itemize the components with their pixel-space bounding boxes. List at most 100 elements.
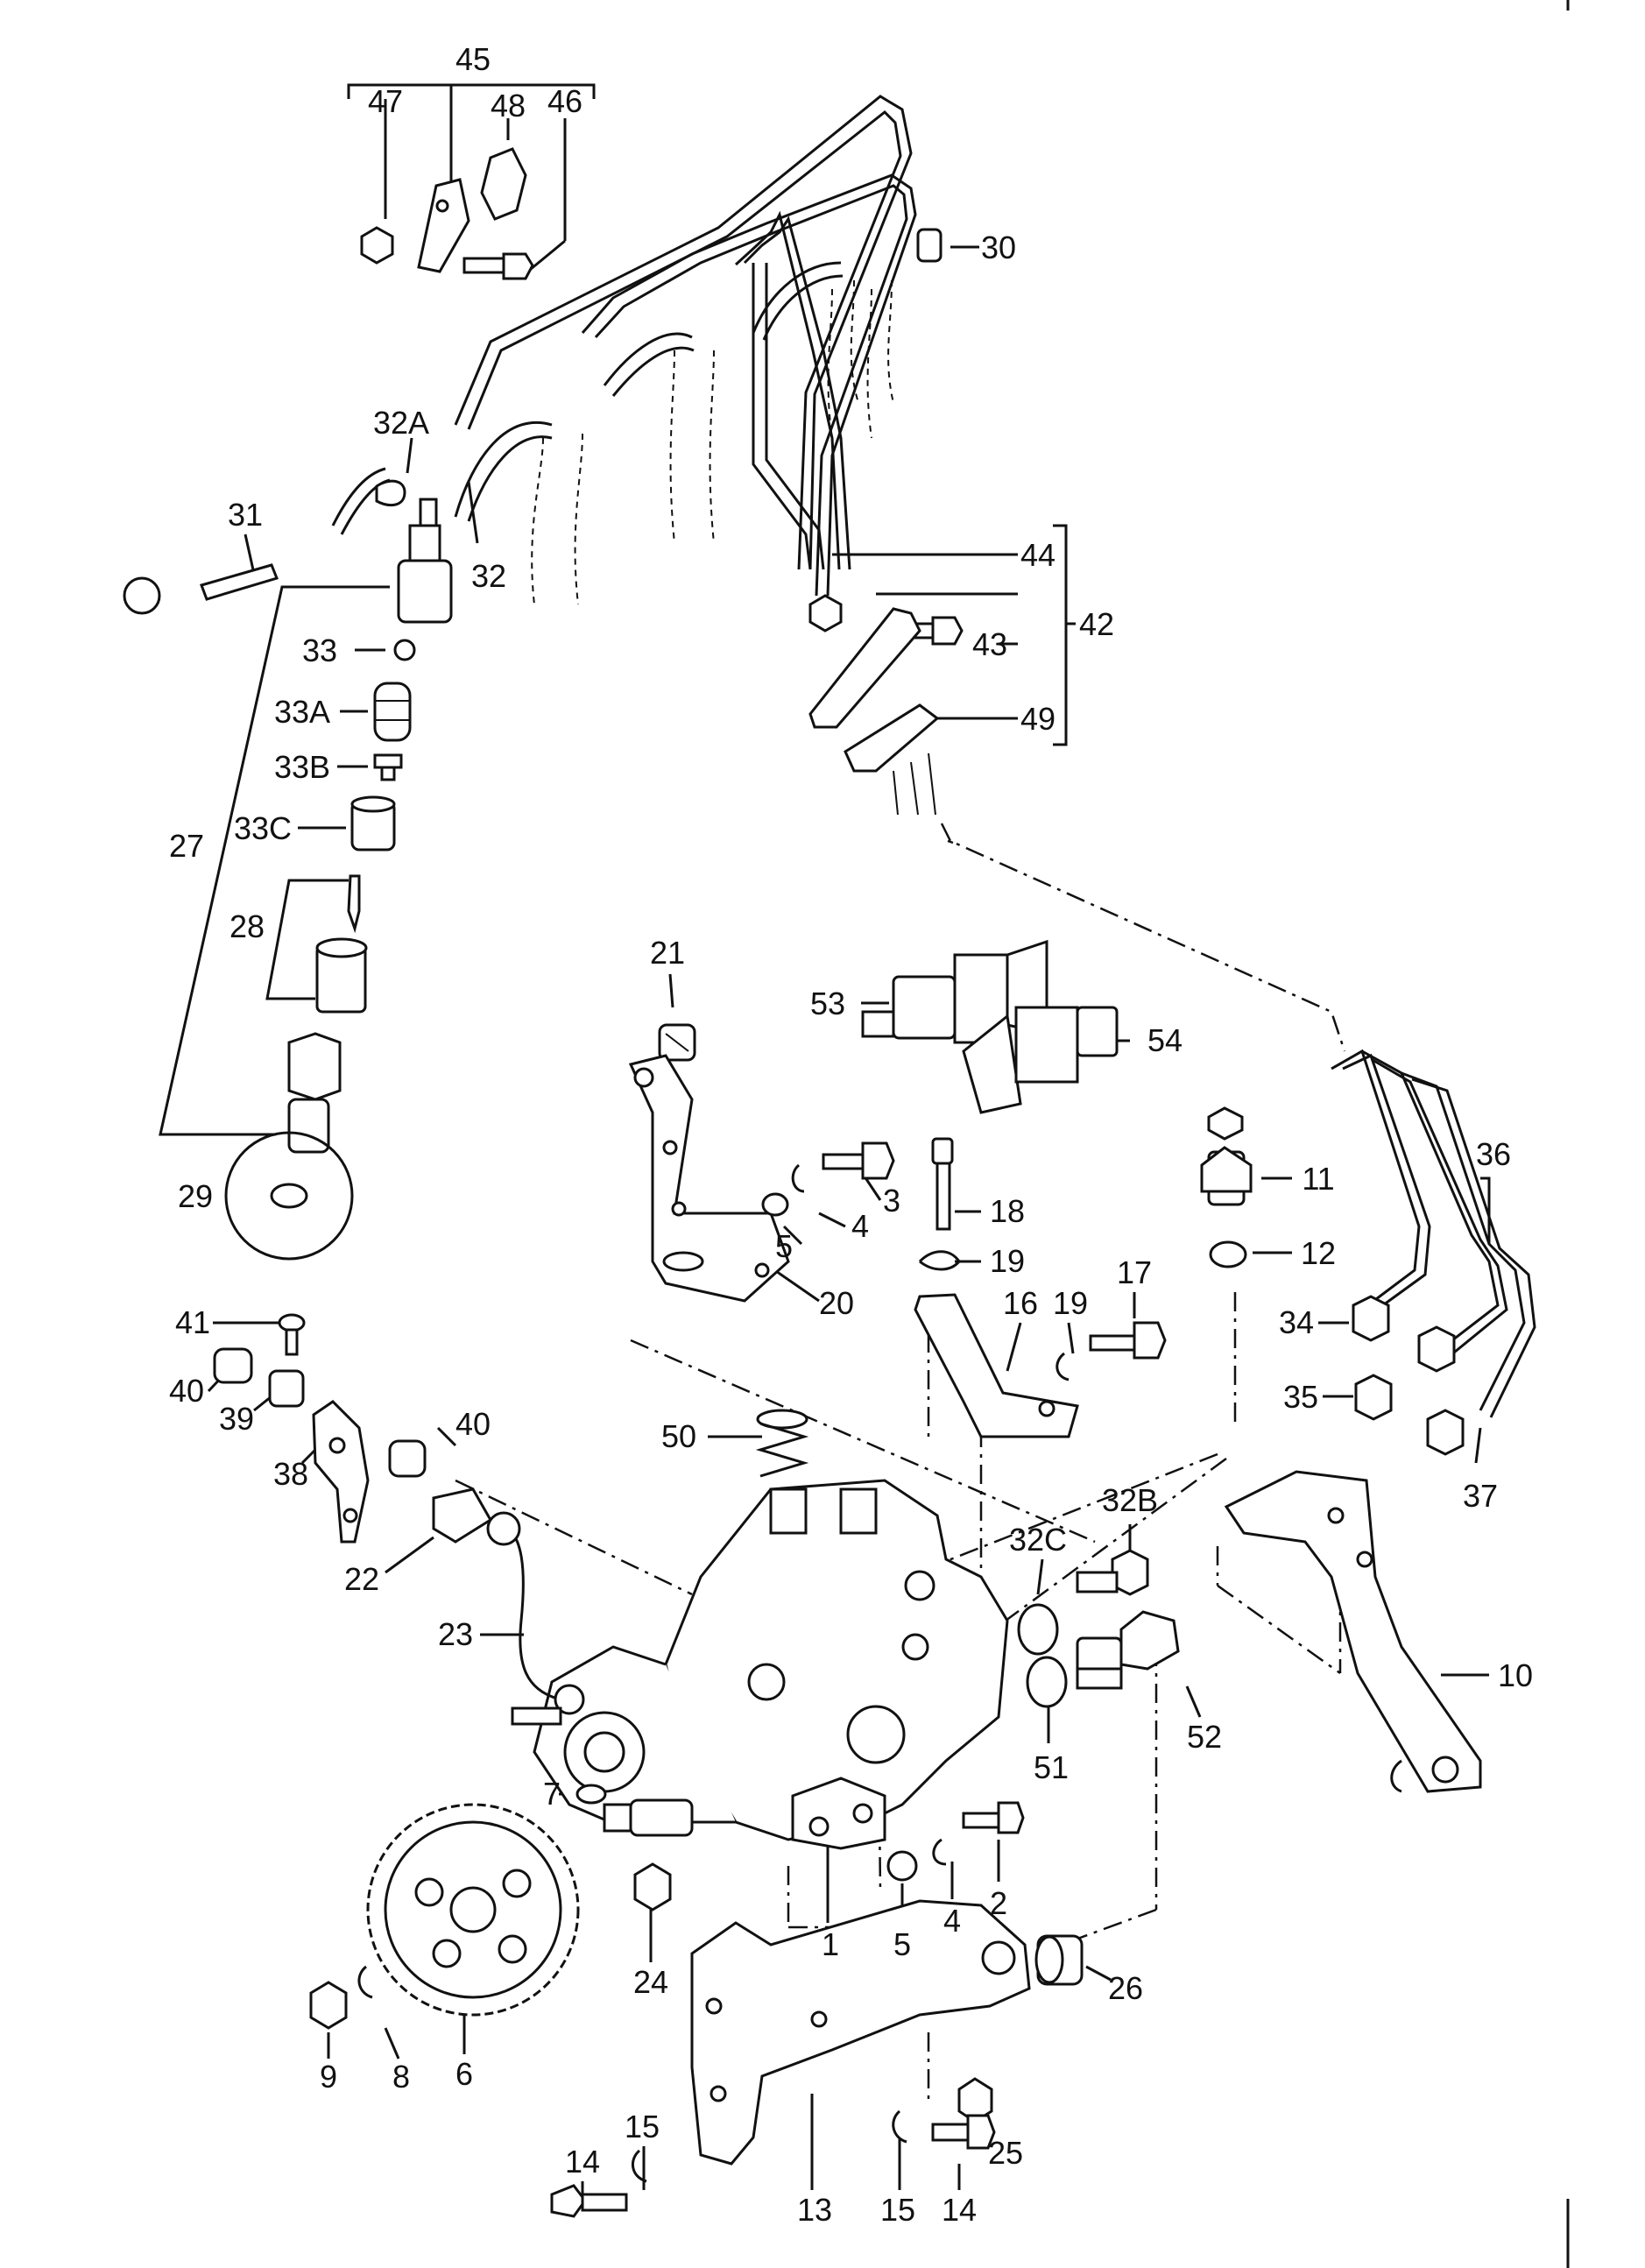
injection-pump-body[interactable] [533, 1479, 1009, 1850]
callout-26: 26 [1108, 1970, 1143, 2006]
key-7[interactable] [575, 1784, 607, 1805]
callout-23: 23 [438, 1616, 473, 1652]
bolt-14b[interactable] [931, 2114, 996, 2150]
washer-12[interactable] [1209, 1240, 1247, 1268]
heat-shield-29[interactable] [224, 1131, 354, 1261]
lever-38[interactable] [312, 1400, 370, 1544]
callout-3: 3 [883, 1183, 900, 1219]
callout-2: 2 [990, 1885, 1007, 1921]
callout-32A: 32A [373, 405, 429, 441]
callout-29: 29 [178, 1178, 213, 1214]
callout-49: 49 [1020, 701, 1055, 737]
callout-51: 51 [1034, 1749, 1069, 1785]
bolt-3[interactable] [822, 1141, 895, 1180]
banjo-bolt-32B[interactable] [1076, 1549, 1149, 1596]
washer-33[interactable] [393, 639, 416, 661]
spring-33A[interactable] [373, 682, 412, 742]
plate-22[interactable] [432, 1487, 493, 1544]
union-nut-37[interactable] [1426, 1409, 1465, 1456]
callout-21: 21 [650, 935, 685, 971]
clip-48[interactable] [480, 147, 527, 221]
lock-washer-15b[interactable] [892, 2109, 907, 2144]
bracket-45[interactable] [417, 178, 470, 273]
fuel-lines-36[interactable] [1331, 1049, 1536, 1418]
callout-45: 45 [455, 41, 491, 77]
washer-19a[interactable] [918, 1250, 961, 1271]
callout-40b: 40 [455, 1406, 491, 1442]
connector-54[interactable] [962, 1006, 1119, 1114]
callout-40a: 40 [169, 1373, 204, 1409]
connector-53[interactable] [861, 939, 1048, 1044]
clamp-42[interactable] [808, 607, 921, 729]
callout-6: 6 [455, 2056, 473, 2092]
bracket-16[interactable] [914, 1293, 1079, 1438]
spring-50[interactable] [755, 1409, 809, 1478]
callout-46: 46 [547, 83, 582, 119]
union-nut-35[interactable] [1354, 1325, 1456, 1421]
needle-28[interactable] [347, 874, 361, 934]
callout-24: 24 [633, 1964, 668, 2000]
nut-25[interactable] [957, 2077, 993, 2123]
bracket-10[interactable] [1224, 1470, 1482, 1793]
bushing-40b[interactable] [388, 1439, 427, 1478]
callout-16: 16 [1003, 1285, 1038, 1321]
sleeve-21[interactable] [658, 1023, 696, 1062]
nut-24[interactable] [633, 1862, 672, 1911]
callout-17: 17 [1117, 1254, 1152, 1290]
washer-19b[interactable] [1055, 1352, 1070, 1381]
washer-5a[interactable] [761, 1192, 789, 1217]
callout-9: 9 [320, 2059, 337, 2095]
nut-9[interactable] [309, 1981, 348, 2030]
callout-18: 18 [990, 1193, 1025, 1229]
sleeve-30[interactable] [916, 228, 943, 263]
callout-54: 54 [1147, 1022, 1183, 1058]
spacer-33C[interactable] [350, 795, 396, 851]
union-52[interactable] [1076, 1610, 1180, 1690]
bolt-46[interactable] [462, 252, 534, 280]
callout-39: 39 [219, 1401, 254, 1437]
callout-48: 48 [491, 88, 526, 124]
screw-41[interactable] [278, 1313, 306, 1356]
bolt-18[interactable] [931, 1137, 954, 1231]
clamp-49[interactable] [844, 703, 940, 816]
bushing-40a[interactable] [213, 1347, 253, 1384]
bolt-14a[interactable] [550, 2184, 628, 2218]
washer-51[interactable] [1026, 1656, 1068, 1708]
lock-washer-4b[interactable] [932, 1838, 947, 1866]
hose-31[interactable] [123, 563, 279, 615]
pipe-23[interactable] [486, 1511, 585, 1726]
callout-32C: 32C [1009, 1522, 1067, 1558]
lock-washer-8[interactable] [357, 1965, 373, 1999]
seal-32C[interactable] [1017, 1603, 1059, 1656]
washer-5b[interactable] [886, 1850, 918, 1882]
callout-31: 31 [228, 497, 263, 533]
callout-5b: 5 [893, 1926, 911, 1962]
sprocket-6[interactable] [366, 1803, 580, 2017]
callout-36: 36 [1476, 1136, 1511, 1172]
callout-33: 33 [302, 632, 337, 668]
nut-47[interactable] [360, 226, 394, 265]
drive-shaft[interactable] [603, 1798, 694, 1837]
callout-labels: 45 47 48 46 30 32A 31 32 44 43 42 49 33 … [169, 41, 1533, 2228]
sleeve-39[interactable] [268, 1369, 305, 1408]
callout-7: 7 [543, 1776, 561, 1812]
bushing-26[interactable] [1034, 1934, 1084, 1986]
callout-22: 22 [344, 1561, 379, 1597]
lock-washer-4a[interactable] [791, 1163, 805, 1193]
clip-32A[interactable] [375, 479, 406, 507]
bolt-17[interactable] [1089, 1321, 1167, 1360]
injector-holder-27[interactable] [397, 498, 453, 624]
pin-33B[interactable] [373, 753, 403, 781]
callout-4b: 4 [943, 1903, 961, 1939]
callout-14a: 14 [565, 2144, 600, 2180]
callout-4a: 4 [851, 1208, 869, 1244]
nozzle-28[interactable] [315, 937, 368, 1014]
bracket-13[interactable] [690, 1899, 1031, 2166]
callout-33C: 33C [234, 810, 292, 846]
nut-44[interactable] [808, 594, 843, 632]
sensor-11[interactable] [1200, 1106, 1253, 1206]
lock-washer-15a[interactable] [632, 2149, 647, 2183]
union-nut-34[interactable] [1352, 1295, 1390, 1342]
bracket-20[interactable] [628, 1054, 790, 1303]
bolt-2[interactable] [962, 1801, 1025, 1834]
